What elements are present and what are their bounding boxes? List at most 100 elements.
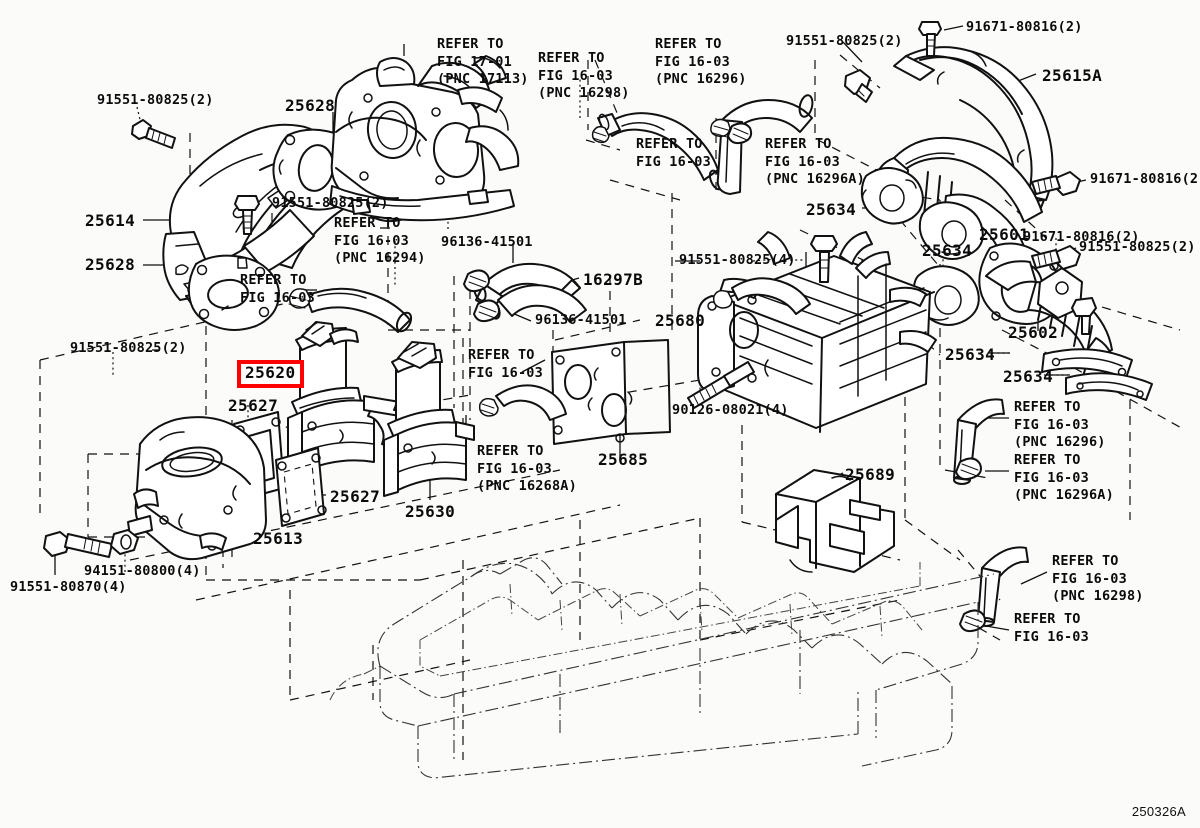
refer-to-line: REFER TO xyxy=(1014,611,1081,627)
part-number-label[interactable]: 25628 xyxy=(85,255,136,274)
clamp-96136-41501-b xyxy=(473,299,500,323)
part-number-label[interactable]: 25627 xyxy=(330,487,381,506)
refer-to-line: FIG 16-03 xyxy=(334,232,409,249)
refer-to-line: FIG 16-03 xyxy=(1014,416,1089,433)
refer-to-line: REFER TO xyxy=(477,443,544,459)
bolt-91671-80816-b xyxy=(1031,171,1081,196)
part-number-label[interactable]: 91551-80825(2) xyxy=(1079,239,1196,255)
part-number-label[interactable]: 25634 xyxy=(945,345,996,364)
part-number-label[interactable]: 91671-80816(2) xyxy=(1090,171,1200,187)
part-number-label[interactable]: 25689 xyxy=(845,465,896,484)
refer-to-line: (PNC 16298) xyxy=(538,85,630,102)
part-25634-gasket-c xyxy=(918,201,984,260)
part-number-label[interactable]: 25627 xyxy=(228,396,279,415)
part-number-label[interactable]: 16297B xyxy=(583,270,644,289)
clamp-ref-16296a xyxy=(727,122,753,145)
part-number-label[interactable]: 25613 xyxy=(253,529,304,548)
part-25634-gasket-d xyxy=(1065,372,1153,401)
refer-to-line: REFER TO xyxy=(1014,399,1081,415)
refer-to-line: (PNC 17113) xyxy=(437,71,529,88)
refer-to-line: (PNC 16296A) xyxy=(765,171,865,188)
hose-ref-16268a xyxy=(478,384,567,421)
part-number-label[interactable]: 91551-80870(4) xyxy=(10,579,127,595)
part-number-label[interactable]: 25630 xyxy=(405,502,456,521)
bolt-91551-80825-e xyxy=(1071,297,1097,335)
refer-to-line: REFER TO xyxy=(437,36,504,52)
part-number-label[interactable]: 90126-08021(4) xyxy=(672,402,789,418)
refer-to-line: FIG 16-03 xyxy=(1052,570,1127,587)
bolt-91551-80825-d xyxy=(1031,245,1081,270)
part-number-label[interactable]: 25634 xyxy=(922,241,973,260)
ghost-engine-block xyxy=(329,557,995,779)
part-25634-gasket-a xyxy=(860,167,924,225)
hose-ref-16294 xyxy=(288,287,413,333)
part-number-label[interactable]: 91551-80825(2) xyxy=(97,92,214,108)
part-number-label[interactable]: 91671-80816(2) xyxy=(966,19,1083,35)
refer-to-line: (PNC 16298) xyxy=(1052,588,1144,605)
refer-to-line: REFER TO xyxy=(1014,452,1081,468)
part-25627-gasket-b xyxy=(275,447,327,527)
part-number-label[interactable]: 91551-80825(2) xyxy=(786,33,903,49)
part-number-label[interactable]: 96136-41501 xyxy=(441,234,533,250)
refer-to-line: (PNC 16268A) xyxy=(477,478,577,495)
refer-to-line: REFER TO xyxy=(1052,553,1119,569)
part-number-label[interactable]: 25602 xyxy=(1008,323,1059,342)
clamp-96136-41501-a xyxy=(463,269,490,293)
hose-ref-16298 xyxy=(591,112,724,191)
refer-to-line: (PNC 16296) xyxy=(655,71,747,88)
part-number-label[interactable]: 25601 xyxy=(979,225,1030,244)
refer-to-line: (PNC 16294) xyxy=(334,250,426,267)
refer-to-line: REFER TO xyxy=(538,50,605,66)
refer-to-line: REFER TO xyxy=(655,36,722,52)
part-number-label[interactable]: 91551-80825(2) xyxy=(272,195,389,211)
refer-to-line: REFER TO xyxy=(765,136,832,152)
refer-to-line: FIG 16-03 xyxy=(240,289,315,306)
part-intake-body-ref-17113 xyxy=(329,55,520,223)
part-25613-housing xyxy=(127,416,267,561)
part-number-label[interactable]: 91551-80825(4) xyxy=(679,252,796,268)
part-number-label[interactable]: 25628 xyxy=(285,96,336,115)
nut-94151-80800 xyxy=(110,529,139,555)
hose-ref-16298-right xyxy=(977,546,1029,627)
part-number-label[interactable]: 25685 xyxy=(598,450,649,469)
refer-to-line: FIG 16-03 xyxy=(477,460,552,477)
bolt-91551-80825-f xyxy=(810,235,838,283)
refer-to-line: REFER TO xyxy=(636,136,703,152)
bolt-91551-80825-b xyxy=(234,195,260,235)
refer-to-line: FIG 16-03 xyxy=(468,364,543,381)
part-number-label[interactable]: 25634 xyxy=(1003,367,1054,386)
refer-to-line: REFER TO xyxy=(240,272,307,288)
hose-ref-16-03-mid xyxy=(712,277,811,315)
refer-to-line: FIG 16-03 xyxy=(538,67,613,84)
refer-to-line: FIG 17-01 xyxy=(437,53,512,70)
part-number-label[interactable]: 25614 xyxy=(85,211,136,230)
highlighted-part-number[interactable]: 25620 xyxy=(237,360,304,388)
clamp-ref-16296a-right xyxy=(955,457,982,481)
part-number-label[interactable]: 25680 xyxy=(655,311,706,330)
part-number-label[interactable]: 91671-80816(2) xyxy=(1023,229,1140,245)
bolt-91671-80816-a xyxy=(918,21,942,57)
part-number-label[interactable]: 96136-41501 xyxy=(535,312,627,328)
refer-to-line: FIG 16-03 xyxy=(636,153,711,170)
diagram-id: 250326A xyxy=(1131,804,1186,819)
part-number-label[interactable]: 91551-80825(2) xyxy=(70,340,187,356)
part-number-label[interactable]: 94151-80800(4) xyxy=(84,563,201,579)
part-25689-bracket xyxy=(775,469,895,573)
part-number-label[interactable]: 25634 xyxy=(806,200,857,219)
part-number-label[interactable]: 25615A xyxy=(1042,66,1103,85)
